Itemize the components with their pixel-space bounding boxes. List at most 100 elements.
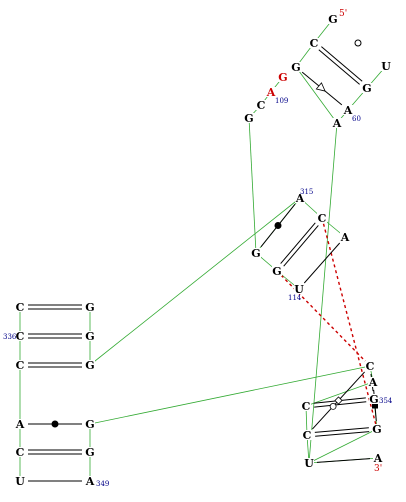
- nucleotide-n1: G: [328, 13, 337, 26]
- nucleotide-bg: [317, 213, 327, 223]
- nucleotide-n21: G: [85, 330, 94, 343]
- nucleotide-n22: C: [16, 359, 25, 372]
- nucleotide-letters: GCGUGAAGACGACAGGUCGCGCGAGCGUACACGCGGUA: [15, 13, 391, 488]
- nucleotide-n34: C: [303, 429, 312, 442]
- nucleotide-bg: [85, 476, 95, 486]
- nucleotide-n13: C: [318, 212, 327, 225]
- nucleotide-n15: G: [251, 247, 260, 260]
- nucleotide-n32: C: [302, 400, 311, 413]
- nucleotide-bg: [302, 430, 312, 440]
- nucleotide-n31: A: [368, 376, 378, 389]
- nucleotide-n37: U: [304, 457, 314, 470]
- index-label-349: 349: [96, 480, 109, 488]
- nucleotide-n26: C: [16, 446, 25, 459]
- tertiary-link-0: [276, 270, 371, 367]
- nucleotide-bg: [256, 100, 266, 110]
- nucleotide-n29: A: [85, 475, 95, 488]
- nucleotide-bg: [295, 193, 305, 203]
- base-pair-7: [28, 362, 82, 368]
- backbone-link-2: [295, 66, 338, 124]
- backbone-link-9: [248, 117, 257, 254]
- nucleotide-bg: [272, 266, 282, 276]
- nucleotide-bg: [15, 476, 25, 486]
- nucleotide-n14: A: [340, 231, 350, 244]
- backbone-link-25: [89, 197, 301, 366]
- nucleotide-n7: A: [332, 117, 342, 130]
- nucleotide-n27: G: [85, 446, 94, 459]
- base-pair-1: [301, 71, 343, 106]
- nucleotide-n38: A: [373, 452, 383, 465]
- nucleotide-bg: [340, 232, 350, 242]
- backbone-links: [19, 18, 387, 481]
- nucleotide-n4: U: [381, 60, 391, 73]
- index-label-109: 109: [275, 97, 288, 105]
- nucleotide-n28: U: [15, 475, 25, 488]
- nucleotide-bg: [85, 302, 95, 312]
- index-label-336: 336: [3, 333, 17, 341]
- base-pair-9: [28, 449, 82, 455]
- nucleotide-bg: [15, 419, 25, 429]
- index-label-354: 354: [379, 397, 393, 405]
- nucleotide-bg: [372, 424, 382, 434]
- base-pair-lines: [28, 46, 378, 482]
- base-pair-14: [312, 371, 365, 430]
- base-pair-0: [318, 46, 363, 85]
- nucleotide-n17: U: [294, 283, 304, 296]
- base-pair-12: [314, 427, 370, 437]
- nucleotide-n6: A: [343, 104, 353, 117]
- square-marker: [372, 402, 378, 409]
- nucleotide-bg: [291, 62, 301, 72]
- nucleotide-n16: G: [272, 265, 281, 278]
- nucleotide-n3: G: [291, 61, 300, 74]
- nucleotide-bg: [362, 83, 372, 93]
- nucleotide-n25: G: [85, 418, 94, 431]
- nucleotide-bg: [266, 87, 276, 97]
- nucleotide-n10: C: [257, 99, 266, 112]
- nucleotide-bg: [365, 361, 375, 371]
- index-label-315: 315: [300, 188, 313, 196]
- nucleotide-bg: [85, 331, 95, 341]
- diamond-marker: [334, 396, 343, 405]
- dot-marker: [51, 420, 59, 428]
- nucleotide-bg: [343, 105, 353, 115]
- base-pair-8: [28, 420, 82, 428]
- nucleotide-bg: [278, 72, 288, 82]
- nucleotide-n33: G: [369, 393, 378, 406]
- three-prime-label: 3': [374, 464, 382, 474]
- nucleotide-n11: G: [244, 112, 253, 125]
- nucleotide-bg: [368, 377, 378, 387]
- nucleotide-n19: G: [85, 301, 94, 314]
- nucleotide-n8: G: [278, 71, 287, 84]
- nucleotide-n23: G: [85, 359, 94, 372]
- index-label-60: 60: [352, 115, 361, 123]
- base-pair-13: [316, 458, 371, 463]
- base-pair-4: [303, 242, 341, 284]
- backbone-link-32: [308, 428, 378, 464]
- nucleotide-bg: [15, 302, 25, 312]
- nucleotide-bg: [309, 38, 319, 48]
- triangle-marker: [315, 82, 326, 92]
- nucleotide-bg: [85, 419, 95, 429]
- nucleotide-bg: [15, 447, 25, 457]
- nucleotide-n9: A: [266, 86, 276, 99]
- base-pair-5: [28, 304, 82, 310]
- nucleotide-bg: [328, 14, 338, 24]
- backbone-link-28: [305, 381, 374, 407]
- nucleotide-bg: [85, 447, 95, 457]
- open-circle-marker: [329, 403, 337, 410]
- nucleotide-bg: [301, 401, 311, 411]
- nucleotide-bg: [244, 113, 254, 123]
- nucleotide-bg: [369, 394, 379, 404]
- base-pair-6: [28, 333, 82, 339]
- nucleotide-bg: [85, 360, 95, 370]
- nucleotide-n24: A: [15, 418, 25, 431]
- nucleotide-n30: C: [366, 360, 375, 373]
- backbone-link-10: [308, 122, 338, 464]
- nucleotide-bg: [294, 284, 304, 294]
- nucleotide-bg: [15, 360, 25, 370]
- nucleotide-bg: [373, 453, 383, 463]
- open-circle-marker: [354, 39, 362, 47]
- nucleotide-n18: C: [16, 301, 25, 314]
- nucleotide-bg: [251, 248, 261, 258]
